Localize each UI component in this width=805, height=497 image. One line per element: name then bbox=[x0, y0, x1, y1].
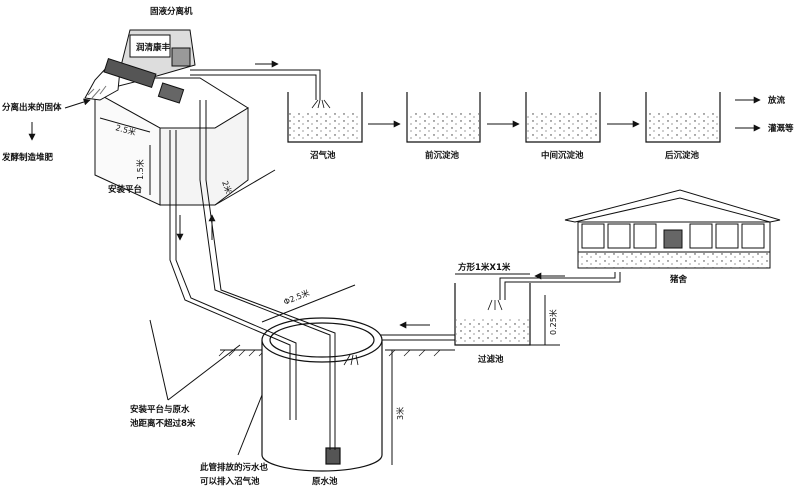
pool-label-3: 中间沉淀池 bbox=[541, 150, 584, 161]
install-platform bbox=[93, 77, 249, 206]
biogas-pool bbox=[287, 92, 363, 143]
note-line-3 bbox=[237, 394, 263, 456]
pool-depth-dim: 3米 bbox=[395, 407, 405, 420]
filter-size-label: 方形1米X1米 bbox=[458, 262, 511, 273]
pig-house-pipe bbox=[499, 272, 621, 300]
sewage-note-2: 可以排入沼气池 bbox=[200, 476, 260, 487]
discharge-label: 放流 bbox=[767, 95, 786, 106]
pool-label-4: 后沉淀池 bbox=[665, 150, 700, 161]
fan-row bbox=[581, 223, 765, 249]
raw-water-pool bbox=[261, 317, 383, 472]
distance-note-2: 池距离不超过8米 bbox=[130, 418, 196, 429]
pool-label-1: 沼气池 bbox=[310, 150, 336, 161]
separator-title: 固液分离机 bbox=[150, 6, 193, 17]
diameter-dim-line bbox=[261, 284, 356, 323]
filter-depth-dim: 0.25米 bbox=[548, 309, 558, 335]
solid-liquid-separator bbox=[103, 29, 196, 104]
separator-brand: 润清康丰 bbox=[136, 42, 171, 53]
note-line-2 bbox=[167, 344, 241, 401]
pool-label-2: 前沉淀池 bbox=[425, 150, 460, 161]
treatment-pools bbox=[287, 92, 721, 143]
pig-house-label: 猪舍 bbox=[669, 274, 688, 285]
filter-pool bbox=[454, 283, 531, 346]
middle-settling-pool bbox=[525, 92, 601, 143]
rear-settling-pool bbox=[645, 92, 721, 143]
length-dim-line bbox=[99, 117, 151, 133]
front-settling-pool bbox=[406, 92, 481, 143]
supply-pipes bbox=[169, 100, 336, 450]
platform-label: 安装平台 bbox=[108, 184, 143, 195]
effluent-pipe bbox=[190, 69, 321, 100]
raw-pool-label: 原水池 bbox=[312, 476, 338, 487]
filter-pool-label: 过滤池 bbox=[478, 354, 504, 365]
fermentation-label: 发酵制造堆肥 bbox=[1, 152, 54, 163]
platform-height-dim: 1.5米 bbox=[135, 159, 145, 180]
distance-note-1: 安装平台与原水 bbox=[130, 404, 190, 415]
pipe-length-dim: 2米 bbox=[220, 179, 234, 195]
separated-solids-label: 分离出来的固体 bbox=[2, 102, 62, 113]
sewage-note-1: 此管排放的污水也 bbox=[200, 462, 269, 473]
pipe-dim-line bbox=[214, 169, 276, 206]
solids-arrow bbox=[64, 98, 91, 109]
note-line-1 bbox=[149, 319, 169, 401]
pig-house bbox=[564, 189, 781, 269]
irrigation-label: 灌溉等 bbox=[768, 123, 794, 134]
